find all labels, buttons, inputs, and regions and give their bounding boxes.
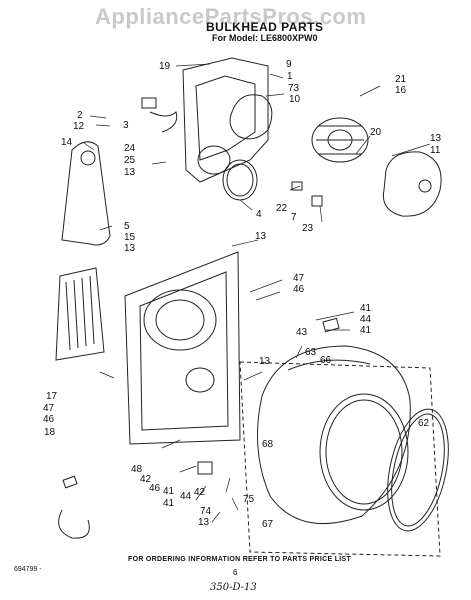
callout-62: 62 — [418, 418, 430, 429]
callout-21: 21 — [395, 74, 407, 85]
wire-harness-18 — [58, 509, 90, 539]
callout-41-a: 41 — [360, 303, 372, 314]
page-number: 6 — [233, 568, 238, 577]
callout-3: 3 — [123, 120, 129, 131]
callout-46-b: 46 — [43, 414, 55, 425]
callout-73: 73 — [288, 83, 300, 94]
callout-66: 66 — [320, 355, 332, 366]
rear-bulkhead — [124, 251, 241, 445]
callout-67: 67 — [262, 519, 274, 530]
callout-25: 25 — [124, 155, 136, 166]
callout-14: 14 — [61, 137, 73, 148]
callout-4: 4 — [256, 209, 262, 220]
belt-guard — [61, 141, 111, 246]
blower-housing — [382, 151, 442, 217]
callout-13-a: 13 — [124, 167, 136, 178]
callout-41-c: 41 — [163, 486, 175, 497]
model-line: For Model: LE6800XPW0 — [212, 33, 318, 43]
callout-5: 5 — [124, 221, 130, 232]
callout-24: 24 — [124, 143, 136, 154]
callout-18: 18 — [44, 427, 56, 438]
callout-15: 15 — [124, 232, 136, 243]
dryer-drum — [257, 345, 411, 525]
duct-opening — [197, 145, 231, 175]
watermark: AppliancePartsPros.com — [95, 4, 367, 29]
callout-13-e: 13 — [259, 356, 271, 367]
callout-9: 9 — [286, 59, 292, 70]
callout-68: 68 — [262, 439, 274, 450]
page-title: BULKHEAD PARTS — [206, 20, 324, 34]
callout-46-c: 46 — [149, 483, 161, 494]
callout-47-a: 47 — [293, 273, 305, 284]
callout-13-f: 13 — [198, 517, 210, 528]
heater-element — [55, 267, 105, 361]
callout-47-b: 47 — [43, 403, 55, 414]
callout-16: 16 — [395, 85, 407, 96]
blower-wheel-assembly — [311, 117, 369, 163]
callout-17: 17 — [46, 391, 58, 402]
callout-44-b: 44 — [180, 491, 192, 502]
callout-20: 20 — [370, 127, 382, 138]
callout-48: 48 — [131, 464, 143, 475]
callout-10: 10 — [289, 94, 301, 105]
callout-11: 11 — [430, 145, 441, 156]
callout-1: 1 — [287, 71, 293, 82]
callout-44-a: 44 — [360, 314, 372, 325]
callout-22: 22 — [276, 203, 288, 214]
callout-41-d: 41 — [163, 498, 175, 509]
callout-75: 75 — [243, 494, 255, 505]
document-code: 694799 - — [14, 566, 42, 573]
callout-42-b: 42 — [194, 487, 206, 498]
upper-bulkhead-panel — [182, 57, 269, 183]
callout-63: 63 — [305, 347, 317, 358]
handwritten-note: 350-D-13 — [210, 582, 257, 593]
callout-46-a: 46 — [293, 284, 305, 295]
callout-12: 12 — [73, 121, 85, 132]
front-seal-ring — [387, 408, 449, 532]
gasket-ring-73 — [229, 94, 273, 140]
callout-19: 19 — [159, 61, 171, 72]
slider-pad-44 — [322, 317, 340, 333]
drum-front-opening — [319, 393, 409, 511]
callout-7: 7 — [291, 212, 297, 223]
callout-13-b: 13 — [430, 133, 442, 144]
callout-43: 43 — [296, 327, 308, 338]
callout-23: 23 — [302, 223, 314, 234]
callout-42-a: 42 — [140, 474, 152, 485]
callout-13-c: 13 — [124, 243, 136, 254]
callout-74: 74 — [200, 506, 212, 517]
ordering-info: FOR ORDERING INFORMATION REFER TO PARTS … — [128, 556, 352, 563]
callout-2: 2 — [77, 110, 83, 121]
callout-13-d: 13 — [255, 231, 267, 242]
callout-41-b: 41 — [360, 325, 372, 336]
